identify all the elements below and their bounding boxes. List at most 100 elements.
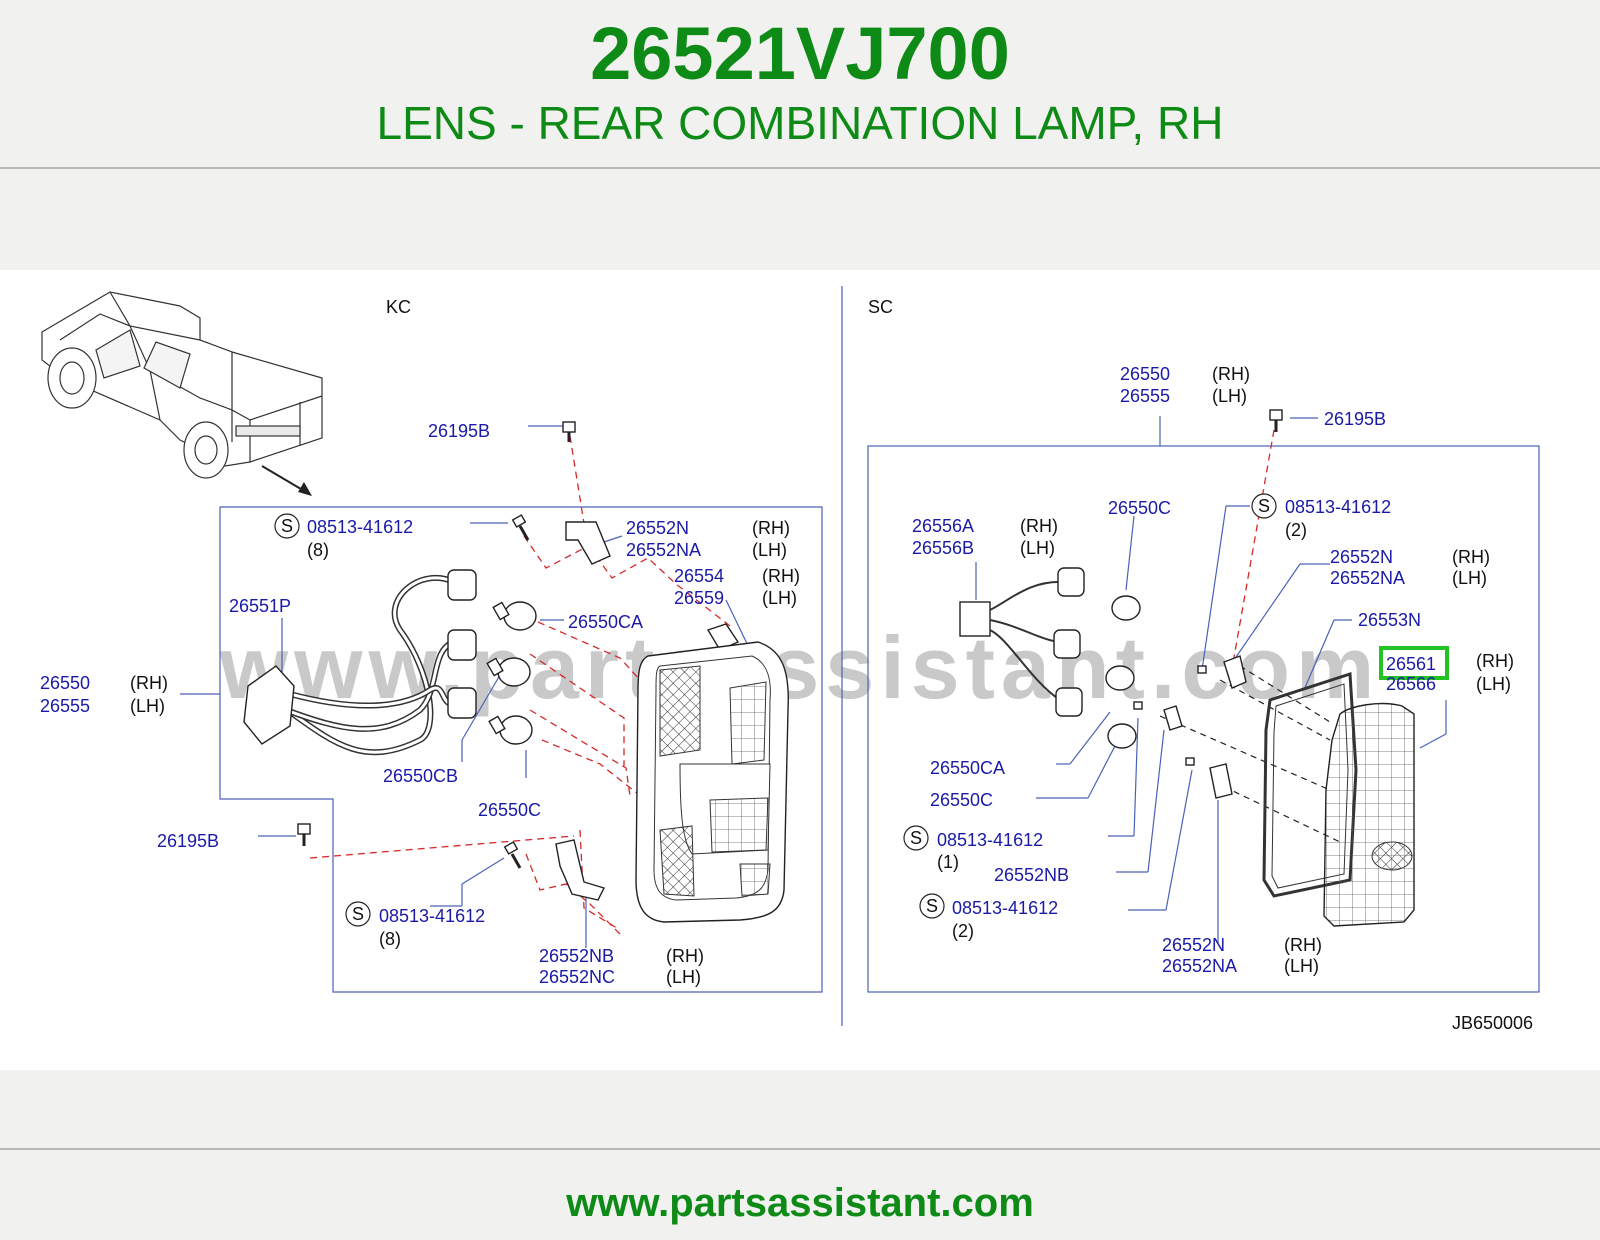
sc-callout-26553n[interactable]: 26553N (1358, 610, 1421, 630)
kc-callout-screw-bottom[interactable]: 08513-41612 (379, 906, 485, 926)
sc-section-label: SC (868, 297, 893, 317)
sc-side-26552na-bottom: (LH) (1284, 956, 1319, 976)
kc-side-26552nc: (LH) (666, 967, 701, 987)
sc-callout-screw-a[interactable]: 08513-41612 (1285, 497, 1391, 517)
kc-side-26552n: (RH) (752, 518, 790, 538)
sc-callout-26552n-top[interactable]: 26552N (1330, 547, 1393, 567)
sc-callout-26195b[interactable]: 26195B (1324, 409, 1386, 429)
sc-screw-symbol-c-text: S (926, 896, 938, 916)
sc-callout-26550c-top[interactable]: 26550C (1108, 498, 1171, 518)
diagram-svg: www.partsassistant.com KC (40, 286, 1540, 1033)
kc-leader-lines (180, 425, 753, 948)
kc-bracket-bottom (555, 839, 605, 901)
kc-socket-26554 (706, 623, 740, 651)
sc-side-26555: (LH) (1212, 386, 1247, 406)
kc-assembly-paths (309, 435, 731, 935)
sc-callout-screw-c[interactable]: 08513-41612 (952, 898, 1058, 918)
sc-assembly-frame (867, 445, 1540, 993)
sc-callout-26552na-bottom[interactable]: 26552NA (1162, 956, 1237, 976)
kc-bolt-bottom (297, 823, 311, 846)
sc-gasket-26553n (1262, 671, 1358, 898)
sc-side-26552n-bottom: (RH) (1284, 935, 1322, 955)
kc-callout-26555[interactable]: 26555 (40, 696, 90, 716)
sc-callout-26550[interactable]: 26550 (1120, 364, 1170, 384)
kc-callout-26550c[interactable]: 26550C (478, 800, 541, 820)
sc-screw-c-qty: (2) (952, 921, 974, 941)
truck-illustration (41, 291, 323, 479)
sc-callout-26556a[interactable]: 26556A (912, 516, 974, 536)
kc-screw-top (511, 514, 530, 541)
sc-callout-26566[interactable]: 26566 (1386, 674, 1436, 694)
sc-screw-symbol-b (903, 825, 929, 851)
sc-leader-lines (975, 417, 1447, 944)
sc-callout-26552n-bottom[interactable]: 26552N (1162, 935, 1225, 955)
sc-callout-screw-b[interactable]: 08513-41612 (937, 830, 1043, 850)
part-number-title: 26521VJ700 (590, 12, 1010, 95)
sc-side-26552na-top: (LH) (1452, 568, 1487, 588)
sc-bolt-top (1269, 409, 1283, 432)
sc-side-26552n-top: (RH) (1452, 547, 1490, 567)
sc-bulbs (1105, 595, 1141, 749)
view-arrow (261, 465, 312, 496)
sc-screw-b-qty: (1) (937, 852, 959, 872)
sc-screw-symbol-c (919, 893, 945, 919)
kc-callout-26551p[interactable]: 26551P (229, 596, 291, 616)
kc-callout-26195b-bottom[interactable]: 26195B (157, 831, 219, 851)
kc-screw-symbol-bottom-text: S (352, 904, 364, 924)
sc-callout-26550c-bottom[interactable]: 26550C (930, 790, 993, 810)
footer-website[interactable]: www.partsassistant.com (566, 1181, 1034, 1225)
sc-brackets (1163, 655, 1247, 799)
diagram-code: JB650006 (1452, 1013, 1533, 1033)
sc-lens-26561 (1323, 702, 1415, 927)
kc-callout-screw-top[interactable]: 08513-41612 (307, 517, 413, 537)
sc-callout-26555[interactable]: 26555 (1120, 386, 1170, 406)
kc-bracket-top (565, 521, 611, 565)
sc-callout-26556b[interactable]: 26556B (912, 538, 974, 558)
sc-callout-26552nb[interactable]: 26552NB (994, 865, 1069, 885)
sc-callout-26550ca[interactable]: 26550CA (930, 758, 1005, 778)
kc-callout-26550ca[interactable]: 26550CA (568, 612, 643, 632)
header-divider (0, 167, 1600, 169)
sc-callout-26561[interactable]: 26561 (1386, 654, 1436, 674)
kc-side-26552na: (LH) (752, 540, 787, 560)
kc-callout-26559[interactable]: 26559 (674, 588, 724, 608)
kc-screw-top-qty: (8) (307, 540, 329, 560)
kc-harness-26551p (243, 569, 477, 756)
kc-callout-26195b-top[interactable]: 26195B (428, 421, 490, 441)
kc-side-26550: (RH) (130, 673, 168, 693)
sc-screw-symbol-a (1251, 493, 1277, 519)
sc-screw-symbol-a-text: S (1258, 496, 1270, 516)
part-description: LENS - REAR COMBINATION LAMP, RH (376, 97, 1224, 149)
sc-screw-a-qty: (2) (1285, 520, 1307, 540)
kc-side-26555: (LH) (130, 696, 165, 716)
highlight-box-26561 (1379, 646, 1449, 680)
sc-screw-symbol-b-text: S (910, 828, 922, 848)
kc-callout-26552na[interactable]: 26552NA (626, 540, 701, 560)
sc-screws (1133, 665, 1207, 766)
footer-divider (0, 1148, 1600, 1150)
kc-callout-26552n[interactable]: 26552N (626, 518, 689, 538)
kc-section-label: KC (386, 297, 411, 317)
kc-bolt-top (562, 421, 576, 442)
kc-callout-26550cb[interactable]: 26550CB (383, 766, 458, 786)
kc-screw-symbol-bottom (345, 901, 371, 927)
kc-side-26559: (LH) (762, 588, 797, 608)
kc-side-26552nb: (RH) (666, 946, 704, 966)
kc-screw-bottom-qty: (8) (379, 929, 401, 949)
kc-callout-26552nb[interactable]: 26552NB (539, 946, 614, 966)
kc-assembly-frame (219, 506, 823, 993)
sc-side-26556b: (LH) (1020, 538, 1055, 558)
sc-harness-26556a (959, 567, 1085, 717)
parts-diagram: www.partsassistant.com KC (0, 270, 1600, 1070)
sc-assembly-paths (1159, 429, 1341, 843)
sc-side-26550: (RH) (1212, 364, 1250, 384)
kc-bulbs (486, 601, 537, 745)
kc-callout-26550[interactable]: 26550 (40, 673, 90, 693)
kc-callout-26554[interactable]: 26554 (674, 566, 724, 586)
sc-side-26566: (LH) (1476, 674, 1511, 694)
sc-callout-26552na-top[interactable]: 26552NA (1330, 568, 1405, 588)
kc-screw-symbol-top (274, 513, 300, 539)
kc-callout-26552nc[interactable]: 26552NC (539, 967, 615, 987)
kc-screw-symbol-top-text: S (281, 516, 293, 536)
sc-side-26556a: (RH) (1020, 516, 1058, 536)
